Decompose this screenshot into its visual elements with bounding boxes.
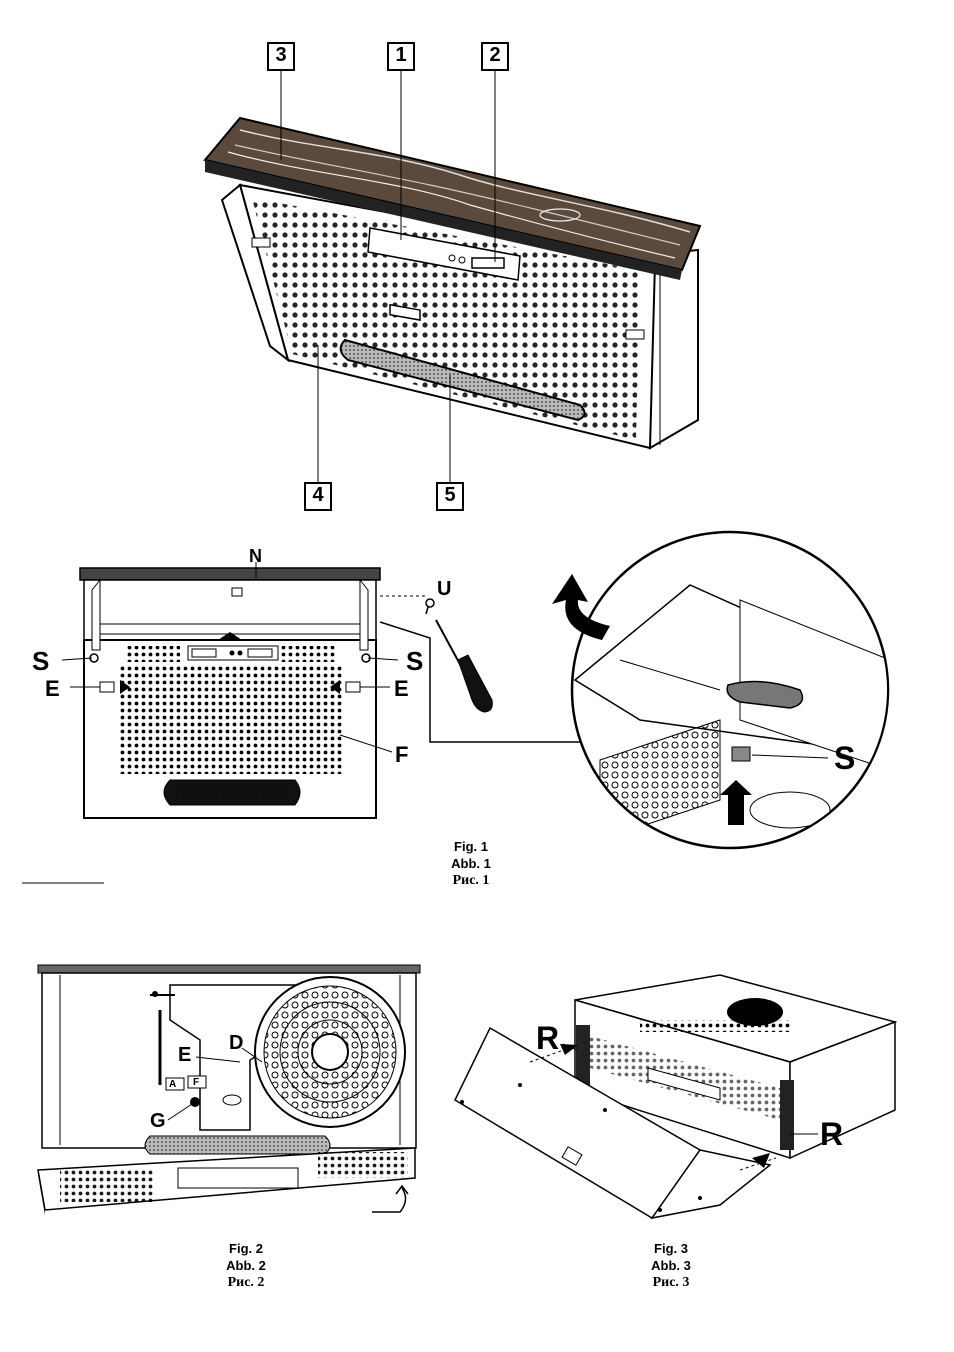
caption-fig1-ru: Рис. 1 bbox=[452, 873, 490, 888]
label-f: F bbox=[395, 742, 409, 767]
callout-1-label: 1 bbox=[395, 44, 407, 66]
hood-front-view bbox=[61, 562, 590, 819]
label-s-left: S bbox=[32, 646, 50, 676]
callout-3-label: 3 bbox=[275, 44, 287, 66]
detail-magnifier bbox=[570, 530, 890, 850]
screw-icon bbox=[425, 598, 435, 615]
caption-fig2-de: Abb. 2 bbox=[226, 1258, 266, 1273]
screwdriver-icon bbox=[435, 619, 493, 713]
label-r-right: R bbox=[820, 1116, 844, 1152]
rotate-arrow-icon bbox=[552, 574, 610, 640]
callout-3 bbox=[267, 42, 295, 160]
label-a-fig2: A bbox=[169, 1079, 177, 1090]
hood-perspective-illustration bbox=[203, 116, 702, 450]
caption-fig2-en: Fig. 2 bbox=[229, 1241, 263, 1256]
callout-4 bbox=[304, 345, 332, 511]
label-g-fig2: G bbox=[150, 1110, 166, 1132]
caption-fig3-ru: Рис. 3 bbox=[652, 1275, 690, 1290]
label-u: U bbox=[437, 578, 452, 600]
caption-fig1-de: Abb. 1 bbox=[451, 856, 491, 871]
label-s-detail: S bbox=[834, 740, 856, 776]
caption-fig1: Fig. 1 Abb. 1 Рис. 1 bbox=[411, 838, 531, 889]
caption-fig2-ru: Рис. 2 bbox=[227, 1275, 265, 1290]
callout-2 bbox=[481, 42, 509, 262]
label-f-fig2: F bbox=[193, 1077, 200, 1088]
hood-mounting-view bbox=[454, 974, 898, 1220]
caption-fig3-en: Fig. 3 bbox=[654, 1241, 688, 1256]
caption-fig2: Fig. 2 Abb. 2 Рис. 2 bbox=[186, 1240, 306, 1291]
caption-fig1-en: Fig. 1 bbox=[454, 839, 488, 854]
label-e-fig2: E bbox=[178, 1044, 192, 1066]
callout-1 bbox=[387, 42, 415, 240]
caption-fig3-de: Abb. 3 bbox=[651, 1258, 691, 1273]
label-r-left: R bbox=[536, 1020, 560, 1056]
callout-5 bbox=[436, 375, 464, 511]
label-s-right: S bbox=[406, 646, 424, 676]
callout-4-label: 4 bbox=[312, 484, 324, 506]
caption-fig3: Fig. 3 Abb. 3 Рис. 3 bbox=[611, 1240, 731, 1291]
callout-2-label: 2 bbox=[489, 44, 501, 66]
label-e-right: E bbox=[394, 676, 409, 701]
label-d-fig2: D bbox=[229, 1032, 244, 1054]
callout-5-label: 5 bbox=[444, 484, 456, 506]
hood-open-interior bbox=[37, 964, 421, 1215]
label-n: N bbox=[249, 546, 262, 566]
label-e-left: E bbox=[45, 676, 60, 701]
